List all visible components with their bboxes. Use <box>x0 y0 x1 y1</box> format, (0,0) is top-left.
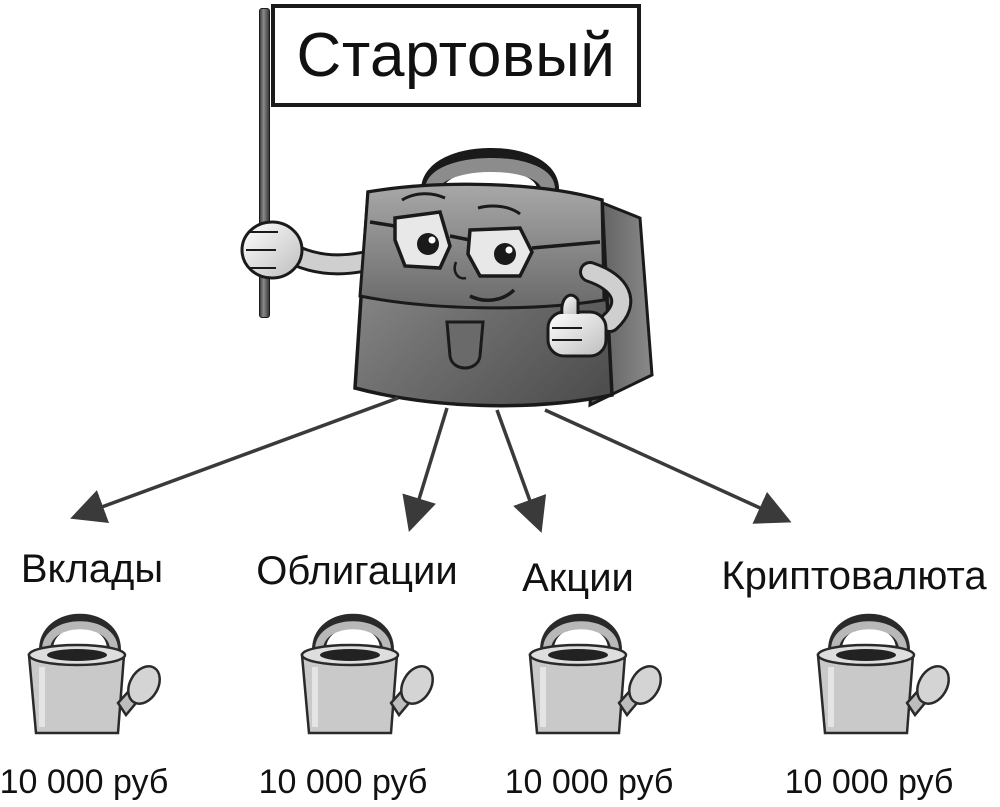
branch-amount-deposits: 10 000 руб <box>0 763 169 801</box>
clasp-icon <box>445 320 485 370</box>
watering-can-icon <box>14 613 164 740</box>
arrow-to-deposits <box>70 396 399 523</box>
watering-can-icon <box>515 613 665 740</box>
branch-label-stocks: Акции <box>522 556 634 600</box>
sign-pole <box>259 8 270 318</box>
branch-label-deposits: Вклады <box>20 547 164 591</box>
arrow-to-crypto <box>544 408 792 524</box>
left-glove-icon <box>240 220 304 280</box>
watering-can-icon <box>287 613 437 740</box>
branch-amount-bonds: 10 000 руб <box>258 763 428 801</box>
branch-label-crypto: Криптовалюта <box>721 554 987 598</box>
arrow-to-stocks <box>495 409 547 533</box>
branch-amount-stocks: 10 000 руб <box>504 763 674 801</box>
thumbs-up-glove-icon <box>546 293 608 358</box>
sign-board: Стартовый <box>271 4 641 107</box>
branch-amount-crypto: 10 000 руб <box>784 763 954 801</box>
smile-icon <box>469 288 516 302</box>
sign-title: Стартовый <box>296 21 616 90</box>
arrow-to-bonds <box>402 407 449 533</box>
watering-can-icon <box>803 613 953 740</box>
branch-label-bonds: Облигации <box>256 549 458 593</box>
glasses-icon <box>369 210 601 278</box>
